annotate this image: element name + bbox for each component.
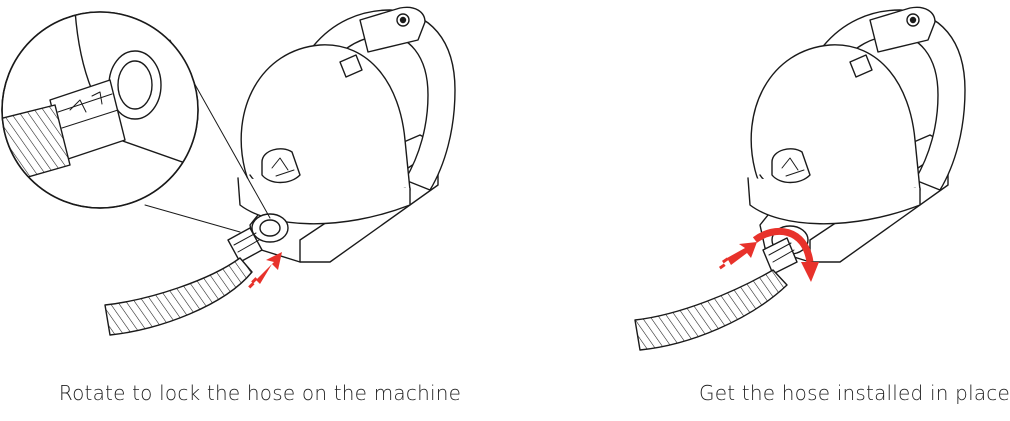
hose xyxy=(634,269,788,351)
tank-latch xyxy=(339,54,363,78)
illustration-machine-hose-rotate xyxy=(634,6,966,351)
illustration-machine-hose-zoom xyxy=(1,6,456,336)
red-rotate-arrow-icon xyxy=(752,227,814,263)
lock-symbol-icon xyxy=(261,148,301,184)
caption-installed: Get the hose installed in place xyxy=(699,381,1010,405)
red-push-arrow-icon xyxy=(718,242,757,270)
hose-connector xyxy=(762,237,798,275)
panel-rotate-lock: Rotate to lock the hose on the machine xyxy=(1,6,462,405)
caption-rotate-lock: Rotate to lock the hose on the machine xyxy=(58,381,462,405)
hose xyxy=(104,257,253,336)
panel-installed: Get the hose installed in place xyxy=(505,0,1010,421)
zoom-detail-circle xyxy=(1,11,199,209)
tank-latch xyxy=(849,54,873,78)
red-push-arrow-icon xyxy=(248,252,282,289)
lock-symbol-icon xyxy=(771,148,811,184)
hose-connector xyxy=(227,227,263,263)
